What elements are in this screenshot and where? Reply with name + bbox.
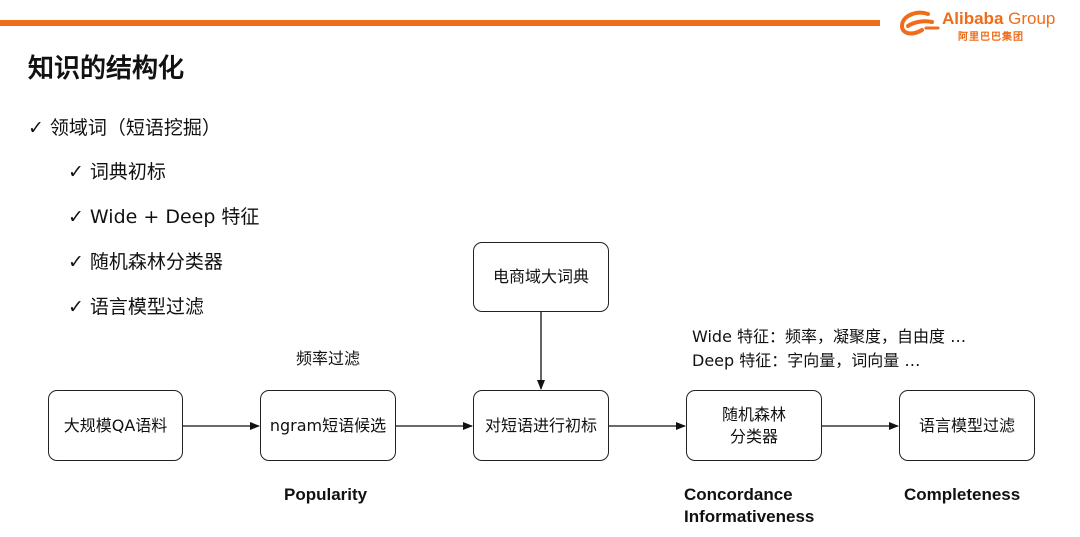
bullet-text: 领域词（短语挖掘） bbox=[49, 117, 221, 139]
check-icon: ✓ bbox=[68, 206, 84, 228]
metric-concordance-informativeness: Concordance Informativeness bbox=[684, 485, 815, 526]
bullet-text: Wide + Deep 特征 bbox=[89, 206, 260, 228]
slide-title: 知识的结构化 bbox=[28, 54, 185, 84]
bullet-dictionary: ✓词典初标 bbox=[68, 157, 166, 184]
logo-group: Group bbox=[1003, 9, 1056, 28]
check-icon: ✓ bbox=[28, 117, 44, 139]
bullet-wide-deep: ✓Wide + Deep 特征 bbox=[68, 202, 259, 229]
bullet-text: 词典初标 bbox=[89, 161, 166, 183]
node-rf-label: 随机森林 分类器 bbox=[721, 404, 786, 446]
check-icon: ✓ bbox=[68, 161, 84, 183]
node-dict-label: 电商域大词典 bbox=[492, 267, 589, 286]
bullet-language-model: ✓语言模型过滤 bbox=[68, 292, 204, 319]
node-lm-label: 语言模型过滤 bbox=[918, 415, 1015, 435]
node-random-forest: 随机森林 分类器 bbox=[686, 390, 822, 461]
alibaba-logo-icon bbox=[899, 10, 940, 36]
node-qa-label: 大规模QA语料 bbox=[63, 415, 168, 435]
logo-name: Alibaba bbox=[942, 9, 1004, 28]
metric-completeness: Completeness bbox=[904, 485, 1021, 504]
logo-wordmark: Alibaba Group bbox=[942, 9, 1055, 29]
bullet-random-forest: ✓随机森林分类器 bbox=[68, 247, 223, 274]
node-language-model-filter: 语言模型过滤 bbox=[899, 390, 1035, 461]
bullet-text: 语言模型过滤 bbox=[89, 296, 204, 318]
node-qa-corpus: 大规模QA语料 bbox=[48, 390, 183, 461]
node-label-label: 对短语进行初标 bbox=[484, 415, 597, 435]
node-ngram-candidates: ngram短语候选 bbox=[260, 390, 396, 461]
annotation-frequency-filter: 频率过滤 bbox=[296, 349, 361, 368]
annotation-wide-features: Wide 特征：频率，凝聚度，自由度 … bbox=[692, 327, 967, 346]
metric-popularity: Popularity bbox=[284, 485, 368, 504]
alibaba-group-logo: Alibaba Group 阿里巴巴集团 bbox=[898, 6, 1074, 43]
logo-chinese: 阿里巴巴集团 bbox=[958, 32, 1024, 43]
bullet-text: 随机森林分类器 bbox=[89, 251, 223, 273]
node-initial-labeling: 对短语进行初标 bbox=[473, 390, 609, 461]
top-accent-bar bbox=[0, 20, 880, 26]
node-ngram-label: ngram短语候选 bbox=[269, 415, 387, 435]
node-ecommerce-dictionary: 电商域大词典 bbox=[473, 242, 609, 312]
annotation-deep-features: Deep 特征：字向量，词向量 … bbox=[692, 351, 921, 370]
bullet-domain-words: ✓领域词（短语挖掘） bbox=[28, 113, 221, 140]
check-icon: ✓ bbox=[68, 251, 84, 273]
check-icon: ✓ bbox=[68, 296, 84, 318]
